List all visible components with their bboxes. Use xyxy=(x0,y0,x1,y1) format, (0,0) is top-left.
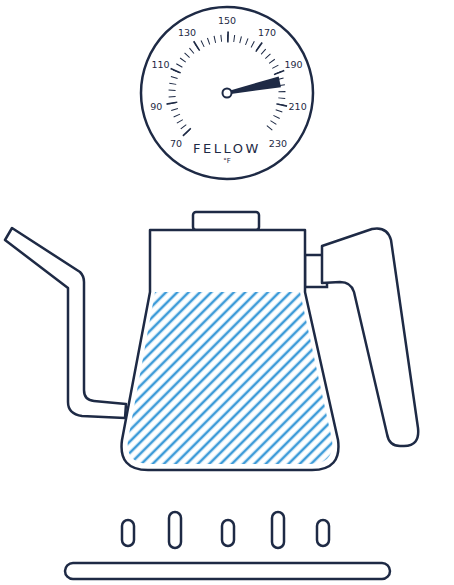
minor-ticks xyxy=(172,38,282,132)
lid-knob xyxy=(193,212,259,230)
major-ticks xyxy=(171,37,283,133)
scale-number: 230 xyxy=(269,139,287,149)
gauge-rim xyxy=(141,7,313,179)
brand-name: FELLOW xyxy=(193,142,261,155)
gauge-face xyxy=(141,7,313,179)
thermometer-gauge: 70 90 110 130 150 170 190 210 230 FELLOW °F xyxy=(139,5,315,181)
flame xyxy=(222,520,234,546)
unit-mark: °F xyxy=(223,158,231,165)
gooseneck-spout xyxy=(5,228,126,418)
scale-number: 190 xyxy=(284,61,302,71)
flame xyxy=(122,520,134,546)
needle-pivot xyxy=(223,89,232,98)
scale-number: 210 xyxy=(289,102,307,112)
scale-number: 110 xyxy=(151,61,169,71)
gauge-needle xyxy=(226,76,281,98)
kettle-handle xyxy=(322,228,418,446)
scale-number: 90 xyxy=(150,102,162,112)
burner-plate xyxy=(65,563,390,579)
flame xyxy=(317,520,329,546)
scale-number: 70 xyxy=(170,139,182,149)
scale-number: 130 xyxy=(178,28,196,38)
flame xyxy=(272,512,284,548)
flame xyxy=(169,512,181,548)
kettle-body xyxy=(122,230,339,470)
scale-number: 170 xyxy=(258,28,276,38)
gauge-outline xyxy=(139,5,315,181)
water-fill xyxy=(128,292,333,464)
scale-number: 150 xyxy=(218,16,236,26)
